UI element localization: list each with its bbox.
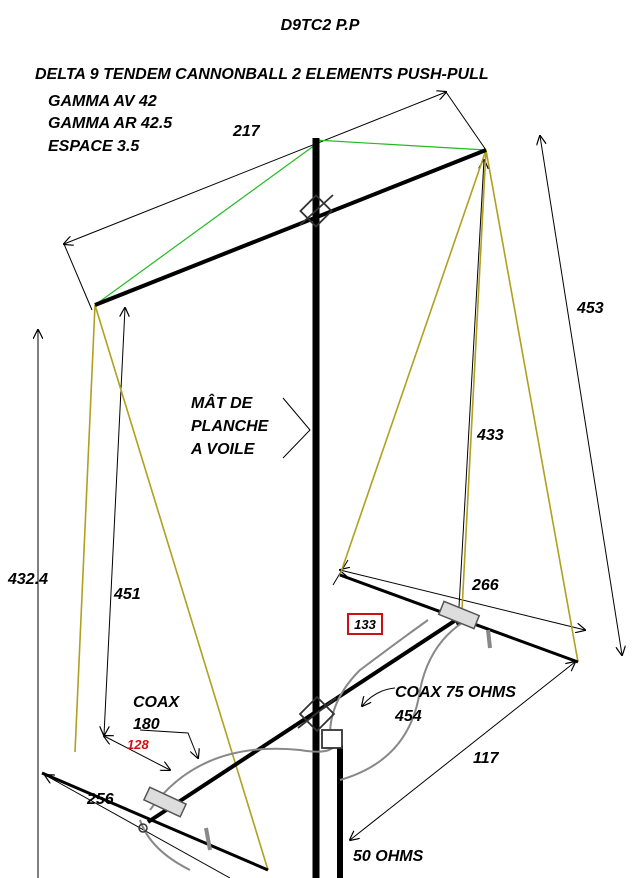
top-boom: [94, 148, 487, 307]
dim-left-inner-line: [104, 308, 125, 735]
mast-pointer: [282, 397, 311, 459]
coax-right-box-label: 133: [354, 617, 376, 632]
dim-coax-left-line: [104, 736, 170, 770]
mast-label-3: A VOILE: [190, 441, 256, 458]
dim-right-outer: 453: [576, 300, 604, 317]
top-wires: [94, 139, 487, 306]
diagram-title: D9TC2 P.P: [281, 17, 360, 34]
gamma-av: GAMMA AV 42: [48, 93, 157, 110]
impedance-label: 50 OHMS: [353, 848, 424, 865]
dim-left-base-line: [45, 775, 231, 878]
dim-top-span-line: [64, 92, 446, 244]
coax-right-box: [347, 613, 383, 635]
dim-boom-line: [350, 662, 575, 840]
coax-right-length: 454: [394, 708, 422, 725]
dim-left-inner: 451: [113, 586, 141, 603]
dim-right-outer-line: [540, 136, 622, 655]
coax-right-label: COAX 75 OHMS: [395, 684, 516, 701]
coax-left-red: 128: [127, 737, 149, 752]
coax-left-pointer: [139, 729, 198, 758]
gamma-ar: GAMMA AR 42.5: [48, 115, 173, 132]
dim-boom: 117: [473, 750, 500, 767]
left-base: [41, 771, 269, 872]
coax-right-pointer: [362, 687, 396, 706]
mast-clamps: [297, 194, 343, 749]
feed-boxes: [142, 600, 481, 818]
diagram-subtitle: DELTA 9 TENDEM CANNONBALL 2 ELEMENTS PUS…: [35, 66, 489, 83]
dim-left-base: 256: [86, 791, 114, 808]
dim-top-span: 217: [232, 123, 261, 140]
dim-right-base: 266: [471, 577, 499, 594]
dimension-lines: [38, 92, 622, 878]
dim-right-inner: 433: [476, 427, 504, 444]
mast-label-1: MÂT DE: [191, 393, 254, 412]
coax-left-label: COAX: [133, 694, 181, 711]
mast-label-2: PLANCHE: [191, 418, 270, 435]
gamma-espace: ESPACE 3.5: [48, 138, 140, 155]
dim-left-outer: 432.4: [7, 571, 48, 588]
coax-left-length: 180: [133, 716, 160, 733]
delta-wires: [74, 149, 579, 871]
connector: [138, 823, 148, 833]
dim-right-inner-line: [458, 160, 484, 625]
